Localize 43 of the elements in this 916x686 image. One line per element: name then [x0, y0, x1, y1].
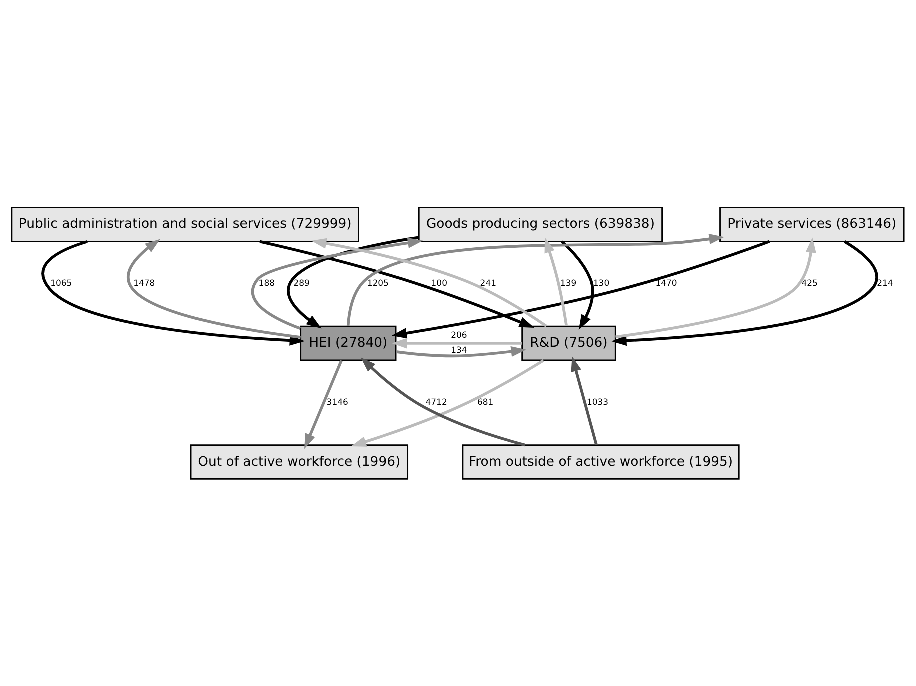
edge-label: 1205	[367, 278, 389, 288]
arrow	[252, 237, 424, 330]
node-box: From outside of active workforce (1995)	[462, 444, 740, 480]
arrow	[351, 358, 544, 446]
edge-label: 425	[802, 278, 818, 288]
arrow	[346, 233, 724, 326]
arrow	[312, 238, 548, 328]
node-box: R&D (7506)	[522, 325, 616, 361]
arrow	[544, 237, 568, 326]
arrow	[304, 360, 343, 449]
edge-label: 1065	[50, 278, 72, 288]
edge-label: 188	[258, 278, 275, 288]
node-box: Public administration and social services (729999)	[11, 206, 360, 242]
arrow	[42, 240, 305, 346]
node-box: Goods producing sectors (639838)	[418, 206, 663, 242]
edge-label: 1478	[134, 278, 156, 288]
edge-label: 289	[294, 278, 310, 288]
node-box: HEI (27840)	[300, 325, 397, 361]
arrow	[126, 238, 301, 338]
edge-label: 241	[480, 278, 496, 288]
edge-label: 4712	[426, 396, 448, 406]
arrow	[396, 346, 526, 358]
node-box: Private services (863146)	[720, 206, 905, 242]
arrow	[561, 240, 594, 330]
edge-label: 100	[431, 278, 448, 288]
arrow	[392, 338, 522, 348]
edge-label: 134	[451, 344, 468, 355]
arrow	[612, 240, 878, 346]
edge-label: 206	[451, 330, 468, 340]
edge-label: 139	[560, 278, 577, 288]
arrow	[392, 240, 770, 338]
edge-label: 214	[877, 278, 894, 288]
arrow	[360, 357, 526, 446]
arrow	[616, 237, 816, 338]
arrow	[287, 236, 420, 328]
edge-label: 681	[477, 396, 494, 406]
edge-label: 1033	[586, 396, 609, 406]
node-box: Out of active workforce (1996)	[190, 444, 409, 480]
arrow	[260, 240, 535, 328]
edge-label: 1470	[656, 278, 678, 288]
edge-label: 3146	[326, 396, 348, 406]
arrow	[571, 356, 598, 446]
edge-label: 130	[593, 278, 610, 288]
